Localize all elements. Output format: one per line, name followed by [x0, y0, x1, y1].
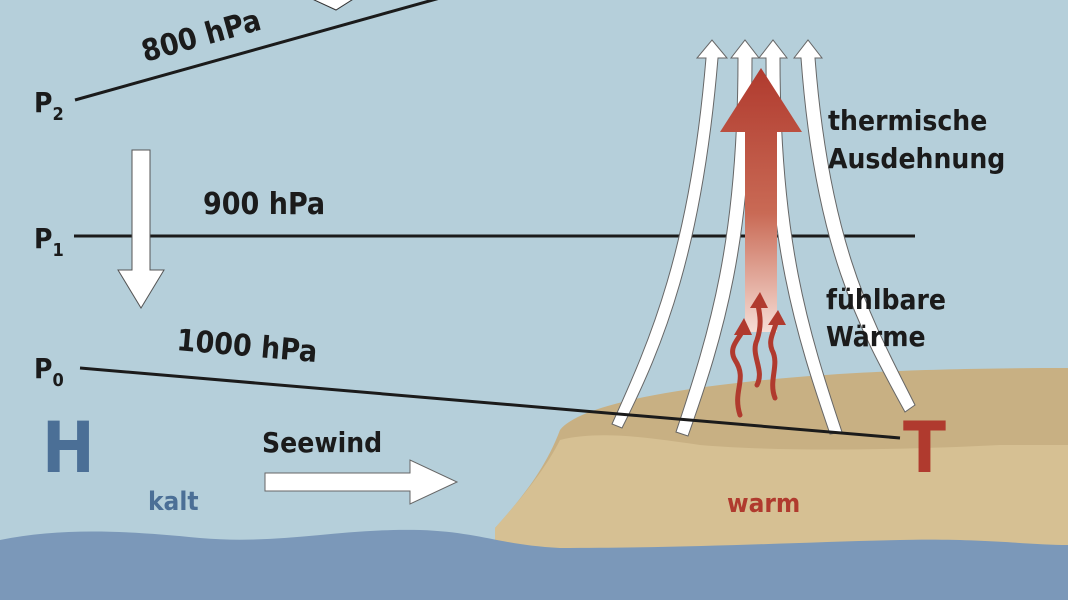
sea — [0, 529, 1068, 600]
descending-arrow-top — [313, 0, 353, 11]
sensible-heat-label: fühlbare Wärme — [826, 283, 955, 353]
isobar-1000 — [79, 366, 901, 440]
thermal-expansion-label: thermische Ausdehnung — [828, 104, 1005, 175]
level-label-p0: P0 — [34, 352, 64, 391]
land-front — [495, 435, 1068, 560]
descending-arrow — [117, 149, 165, 309]
level-label-p2: P2 — [34, 86, 64, 125]
level-label-p1: P1 — [34, 222, 64, 261]
heat-arrowheads — [734, 292, 786, 335]
rising-air-arrows — [611, 39, 916, 437]
seewind-label: Seewind — [262, 426, 382, 459]
isobar-800 — [74, 0, 439, 102]
warm-label: warm — [727, 489, 800, 519]
high-pressure-symbol: H — [42, 407, 95, 489]
label-900hpa: 900 hPa — [203, 187, 325, 222]
thermal-expansion-arrow — [720, 68, 802, 332]
seewind-arrow — [264, 459, 459, 505]
heat-flow-arrows — [730, 302, 779, 418]
cold-label: kalt — [148, 487, 199, 517]
low-pressure-symbol: T — [903, 407, 946, 489]
